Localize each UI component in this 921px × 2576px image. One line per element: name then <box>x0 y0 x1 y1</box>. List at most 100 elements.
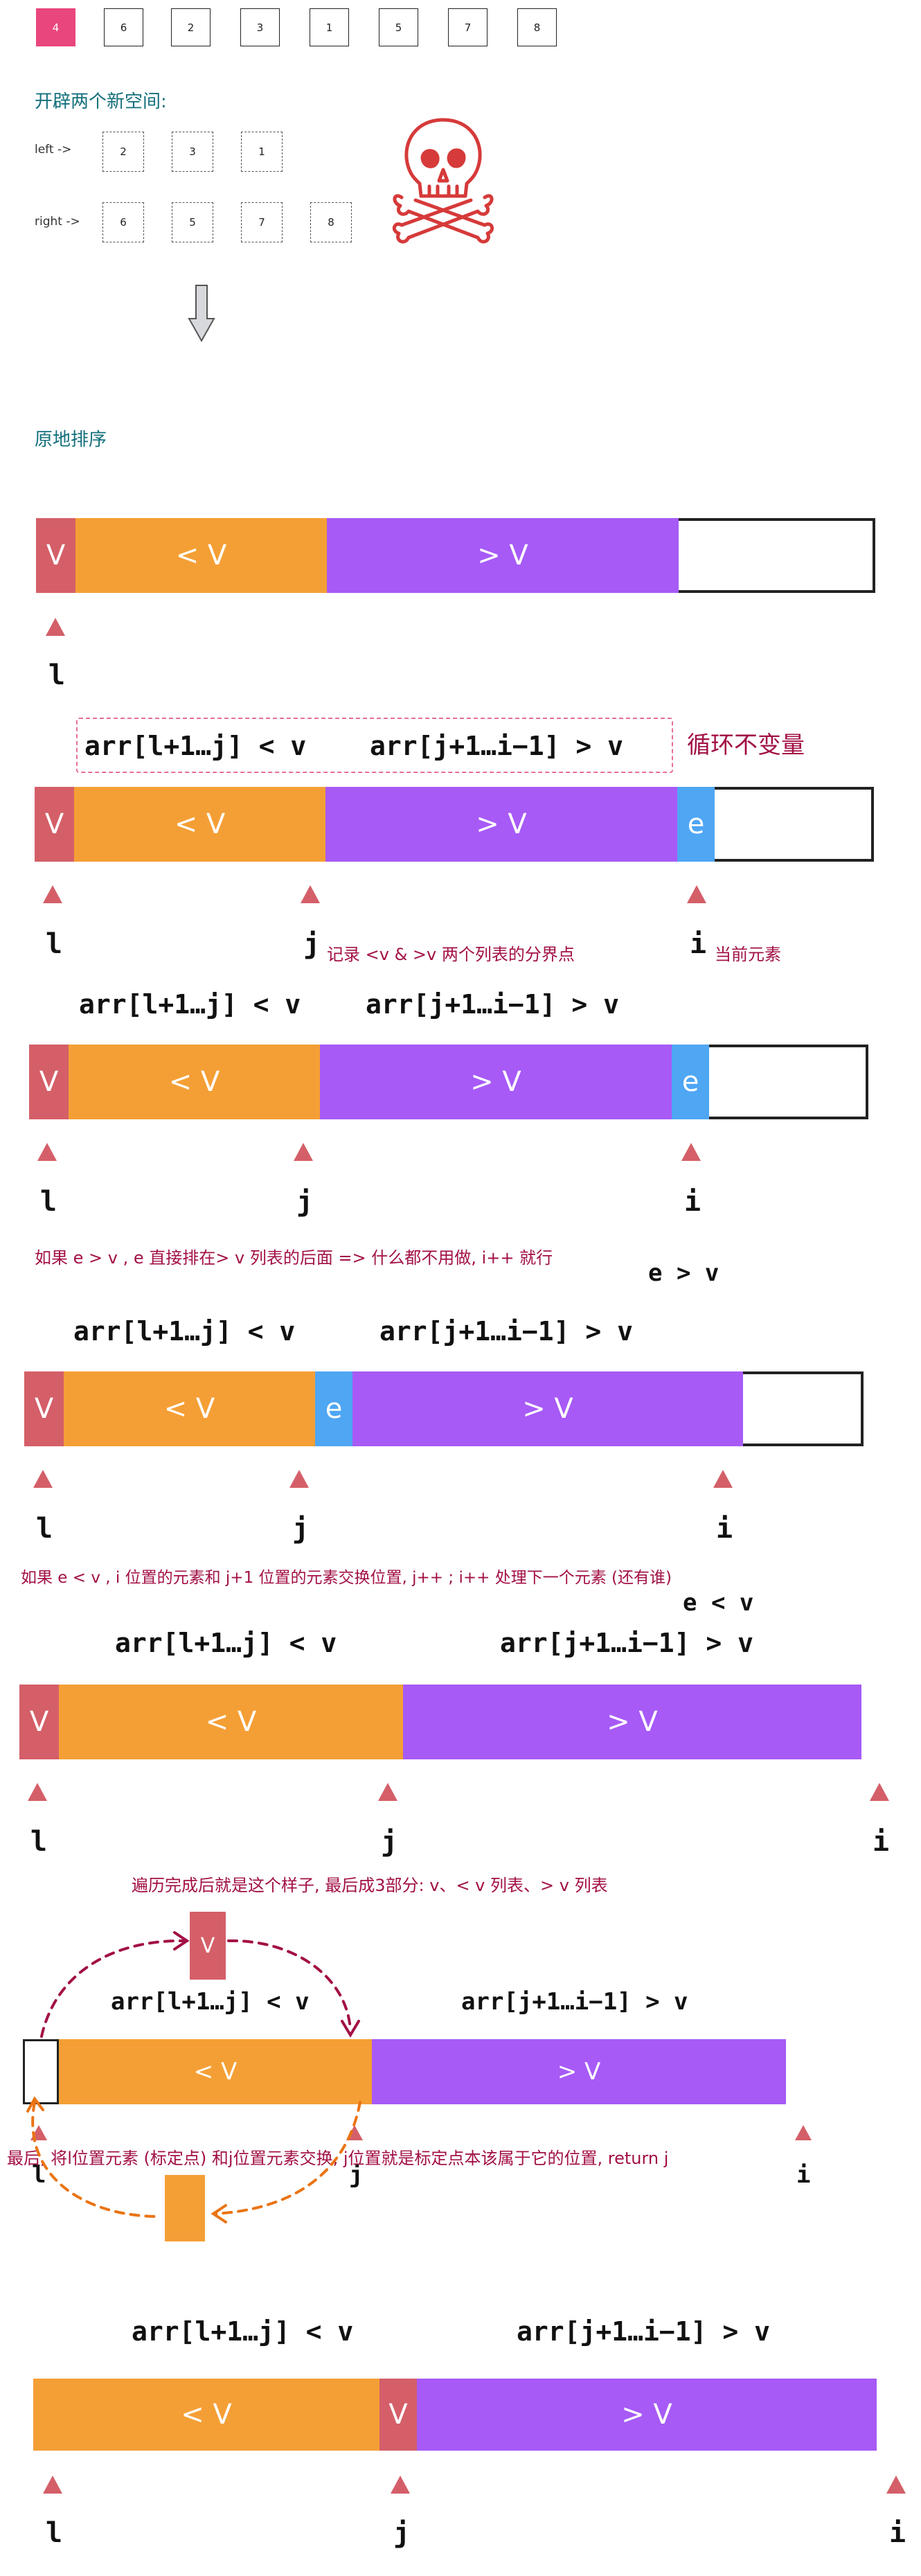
right-cell: 5 <box>172 202 213 242</box>
right-cell: 8 <box>310 202 352 242</box>
invariant-left: arr[l+1…j] < v <box>84 731 307 761</box>
pointer-marker <box>378 1783 397 1801</box>
pointer-marker <box>681 1143 701 1161</box>
pivot-segment: V <box>379 2379 417 2451</box>
index-i: i <box>684 1186 701 1218</box>
segment-label: > V <box>557 2058 601 2086</box>
segment-label: < V <box>193 2058 238 2086</box>
index-i: i <box>796 2161 811 2189</box>
pointer-marker <box>28 1783 47 1801</box>
segment-label: > V <box>476 808 527 840</box>
cell-value: 2 <box>120 145 127 158</box>
segment-label: V <box>29 1706 49 1738</box>
pointer-marker <box>289 1470 309 1488</box>
pivot-segment: V <box>19 1685 59 1759</box>
index-l: l <box>36 1513 53 1545</box>
less-segment: < V <box>69 1045 320 1119</box>
index-j: j <box>381 1826 398 1858</box>
pivot-segment: V <box>29 1045 69 1119</box>
less-segment: < V <box>74 787 325 862</box>
cell-value: 2 <box>187 21 195 34</box>
invariant-left: arr[l+1…j] < v <box>73 1316 296 1347</box>
segment-label: V <box>388 2399 408 2431</box>
case-less-label: e < v <box>683 1589 754 1617</box>
swap-arrows-icon <box>26 1931 361 2223</box>
segment-label: < V <box>175 540 227 571</box>
cell-value: 5 <box>189 216 196 229</box>
note-j: 记录 <v & >v 两个列表的分界点 <box>327 945 575 964</box>
segment-label: V <box>46 540 66 571</box>
less-segment: < V <box>75 518 327 593</box>
greater-segment: > V <box>327 518 679 593</box>
left-cell: 3 <box>172 132 213 172</box>
current-element-segment: e <box>672 1045 709 1119</box>
cell-value: 8 <box>533 21 541 34</box>
pointer-marker <box>870 1783 889 1801</box>
cell-value: 8 <box>328 216 334 229</box>
inplace-title: 原地排序 <box>35 429 107 450</box>
cell-value: 6 <box>120 21 127 34</box>
invariant-right: arr[j+1…i−1] > v <box>500 1628 754 1658</box>
invariant-right: arr[j+1…i−1] > v <box>517 2316 771 2347</box>
pointer-marker <box>43 2476 62 2494</box>
pointer-marker <box>301 885 320 903</box>
cell-value: 4 <box>52 21 60 34</box>
cell-value: 6 <box>120 216 127 229</box>
segment-label: > V <box>470 1066 521 1098</box>
invariant-left: arr[l+1…j] < v <box>132 2316 354 2347</box>
greater-segment: > V <box>320 1045 672 1119</box>
segment-label: < V <box>205 1706 257 1738</box>
case-greater-label: e > v <box>648 1259 719 1287</box>
less-segment: < V <box>59 1685 403 1759</box>
left-cell: 2 <box>102 132 144 172</box>
space-title: 开辟两个新空间: <box>35 91 167 112</box>
less-segment: < V <box>33 2379 379 2451</box>
cell-value: 7 <box>258 216 265 229</box>
pointer-marker <box>43 885 62 903</box>
greater-segment: > V <box>325 787 677 862</box>
array-cell: 1 <box>310 8 349 46</box>
pivot-segment: V <box>24 1371 64 1446</box>
segment-label: e <box>681 1066 699 1098</box>
index-j: j <box>292 1513 310 1545</box>
invariant-left: arr[l+1…j] < v <box>79 989 301 1020</box>
array-cell: 3 <box>240 8 280 46</box>
greater-segment: > V <box>417 2379 877 2451</box>
pointer-marker <box>37 1143 57 1161</box>
invariant-left: arr[l+1…j] < v <box>115 1628 337 1658</box>
current-element-segment: e <box>677 787 715 862</box>
index-l: l <box>30 1826 48 1858</box>
array-cell: 6 <box>104 8 143 46</box>
array-cell: 5 <box>379 8 418 46</box>
segment-label: V <box>200 1933 215 1958</box>
floating-element <box>165 2175 205 2241</box>
cell-value: 7 <box>464 21 472 34</box>
left-label: left -> <box>35 143 72 157</box>
segment-label: < V <box>168 1066 220 1098</box>
segment-label: > V <box>477 540 528 571</box>
pointer-marker <box>294 1143 313 1161</box>
less-segment: < V <box>64 1371 315 1446</box>
cell-value: 5 <box>395 21 402 34</box>
cell-value: 1 <box>325 21 333 34</box>
index-i: i <box>873 1826 890 1858</box>
empty-pivot-slot <box>23 2039 59 2104</box>
after-note: 遍历完成后就是这个样子, 最后成3部分: v、< v 列表、> v 列表 <box>132 1876 608 1895</box>
pointer-marker <box>713 1470 733 1488</box>
segment-label: > V <box>522 1393 573 1425</box>
segment-label: V <box>44 808 64 840</box>
pointer-marker <box>391 2476 410 2494</box>
index-l: l <box>32 2161 46 2189</box>
array-cell: 7 <box>448 8 488 46</box>
case-less-note: 如果 e < v , i 位置的元素和 j+1 位置的元素交换位置, j++ ;… <box>21 1569 672 1587</box>
right-cell: 6 <box>102 202 144 242</box>
index-l: l <box>48 659 66 691</box>
segment-label: > V <box>621 2399 672 2431</box>
cell-value: 3 <box>189 145 196 158</box>
index-l: l <box>46 928 63 960</box>
index-i: i <box>716 1513 733 1545</box>
pivot-segment: V <box>35 787 74 862</box>
cell-value: 1 <box>258 145 265 158</box>
segment-label: e <box>325 1393 343 1425</box>
array-cell: 4 <box>36 8 75 46</box>
